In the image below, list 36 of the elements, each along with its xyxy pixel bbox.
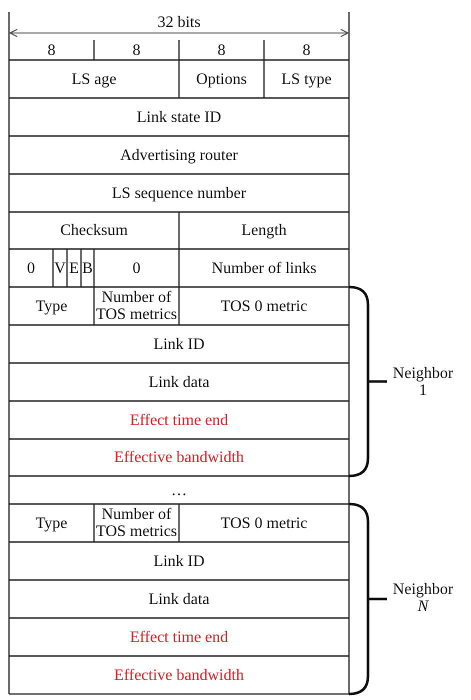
reserved-value: 0 xyxy=(27,260,35,276)
field-name: Number of TOS metrics xyxy=(94,289,178,323)
field-name: TOS 0 metric xyxy=(220,298,308,314)
field-name: Checksum xyxy=(60,222,128,239)
flag-bit-label: E xyxy=(69,260,79,276)
field-name: LS sequence number xyxy=(112,184,246,202)
field-name: Effective bandwidth xyxy=(114,666,244,684)
flag-bit-label: V xyxy=(54,260,66,276)
field-name: Effective bandwidth xyxy=(114,449,244,466)
field-name: Link data xyxy=(148,374,210,390)
field-name: Options xyxy=(196,70,247,88)
dimension-label: 32 bits xyxy=(157,14,201,30)
field-name: LS age xyxy=(72,70,116,88)
bit-width-label: 8 xyxy=(302,42,310,58)
bit-width-label: 8 xyxy=(48,42,56,58)
field-name: Length xyxy=(241,222,287,239)
ellipsis: … xyxy=(171,482,187,498)
field-name: Number of links xyxy=(212,260,316,276)
field-name: TOS 0 metric xyxy=(220,514,308,532)
reserved-value: 0 xyxy=(132,260,140,276)
field-name: Link data xyxy=(148,590,210,608)
field-name: Effect time end xyxy=(130,412,228,428)
field-name: Link state ID xyxy=(136,108,222,126)
flag-bit-label: B xyxy=(82,260,93,276)
field-name: Number of TOS metrics xyxy=(94,506,178,540)
brace-label: Neighbor 1 xyxy=(392,365,454,399)
field-name: Link ID xyxy=(153,336,205,352)
bit-width-label: 8 xyxy=(218,42,226,58)
field-name: LS type xyxy=(281,70,332,88)
field-name: Advertising router xyxy=(120,146,238,164)
field-name: Effect time end xyxy=(130,628,228,646)
field-name: Type xyxy=(36,298,68,314)
bit-width-label: 8 xyxy=(132,42,140,58)
field-name: Link ID xyxy=(153,552,205,570)
brace-label: Neighbor N xyxy=(392,581,454,615)
field-name: Type xyxy=(36,514,68,532)
